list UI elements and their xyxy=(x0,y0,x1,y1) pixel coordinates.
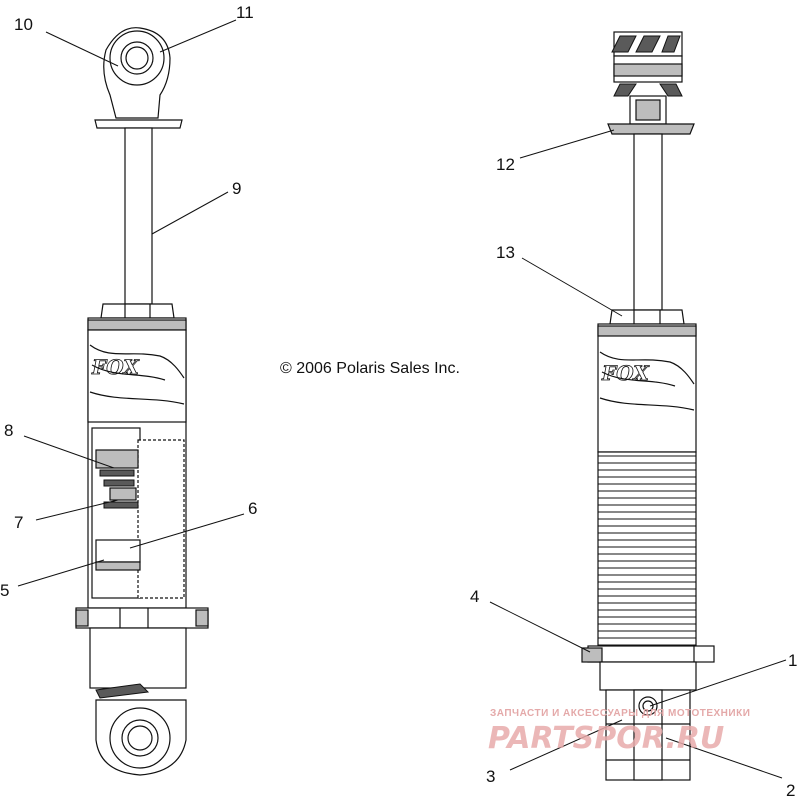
right-shock: FOX xyxy=(581,31,715,781)
callout-7: 7 xyxy=(14,513,23,532)
callout-9: 9 xyxy=(232,179,241,198)
callout-2: 2 xyxy=(786,781,795,798)
right-body-fins xyxy=(598,455,696,646)
callout-1: 1 xyxy=(788,651,797,670)
callout-labels: 10 11 9 8 7 6 5 12 13 4 1 3 2 xyxy=(0,3,797,798)
left-shock-body: FOX xyxy=(87,317,187,609)
svg-text:FOX: FOX xyxy=(91,355,140,379)
right-top-washer xyxy=(607,123,695,135)
left-collar xyxy=(75,607,209,629)
callout-11: 11 xyxy=(236,3,254,22)
watermark-logo: PARTSPOR.RU xyxy=(488,721,724,756)
right-bottom-clevis xyxy=(605,689,691,781)
copyright-text: © 2006 Polaris Sales Inc. xyxy=(280,360,460,377)
left-shaft xyxy=(124,127,153,305)
leader-lines xyxy=(17,19,787,779)
left-bottom-eyelet xyxy=(95,699,187,776)
left-lower-body xyxy=(89,627,187,689)
right-top-bushing xyxy=(611,31,683,125)
right-shaft xyxy=(633,133,663,311)
right-collar xyxy=(581,645,715,663)
callout-10: 10 xyxy=(14,15,33,34)
left-shock: FOX xyxy=(75,27,209,776)
callout-12: 12 xyxy=(496,155,515,174)
watermark-tagline: ЗАПЧАСТИ И АКСЕССУАРЫ ДЛЯ МОТОТЕХНИКИ xyxy=(490,708,750,719)
right-shock-body: FOX xyxy=(597,323,697,649)
right-shaft-nut xyxy=(609,309,685,325)
callout-4: 4 xyxy=(470,587,479,606)
left-shaft-nut xyxy=(100,303,175,319)
left-top-washer xyxy=(94,119,183,129)
watermark: ЗАПЧАСТИ И АКСЕССУАРЫ ДЛЯ МОТОТЕХНИКИ PA… xyxy=(488,708,750,756)
callout-6: 6 xyxy=(248,499,257,518)
callout-13: 13 xyxy=(496,243,515,262)
left-top-eyelet xyxy=(103,27,171,119)
svg-text:FOX: FOX xyxy=(601,361,650,385)
right-lower-body xyxy=(599,661,697,691)
callout-5: 5 xyxy=(0,581,9,600)
callout-3: 3 xyxy=(486,767,495,786)
callout-8: 8 xyxy=(4,421,13,440)
